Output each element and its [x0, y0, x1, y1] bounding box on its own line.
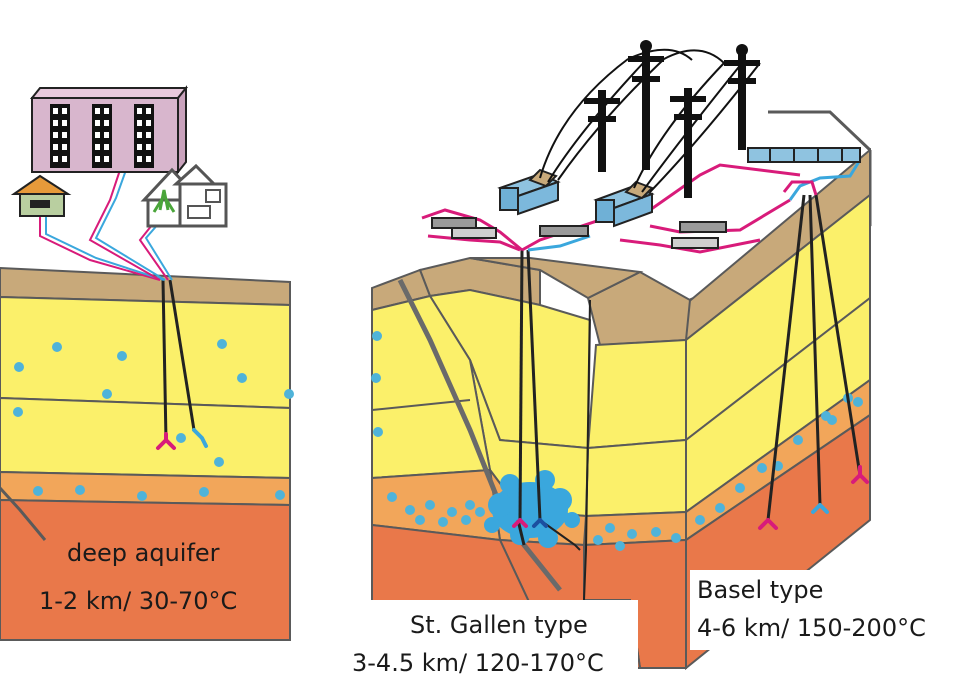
- left-aquifer-lower: [0, 396, 291, 480]
- left-water-dots: [13, 339, 294, 501]
- left-surface-pipes: [39, 169, 173, 281]
- power-lines: [539, 48, 761, 193]
- front-aquifer-2: [584, 438, 687, 518]
- left-basement: [0, 498, 291, 641]
- power-pylon-icon: [670, 88, 706, 198]
- power-pylon-icon: [628, 40, 664, 170]
- pipe-outlet-icon: [758, 518, 778, 530]
- right-water-dots: [371, 331, 863, 551]
- rb-left-aquifer: [371, 294, 492, 480]
- rb-left-layer-line: [371, 399, 471, 411]
- pipe-outlet-icon: [811, 503, 829, 514]
- pipe-outlet-icon: [532, 518, 548, 528]
- pipe-outlet-icon: [851, 465, 869, 484]
- right-top-edge: [768, 110, 872, 152]
- basel-title: Basel type: [697, 576, 824, 604]
- basel-label-box: [690, 570, 960, 650]
- pipe-outlet-icon: [156, 432, 176, 450]
- power-pylon-icon: [584, 90, 620, 172]
- deep-aquifer-title: deep aquifer: [67, 539, 220, 567]
- reservoir-cluster: [484, 470, 580, 548]
- deep-aquifer-detail: 1-2 km/ 30-70°C: [39, 587, 238, 615]
- secondary-fault-line: [583, 299, 591, 601]
- pipe-outlet-icon: [512, 518, 528, 528]
- house-icon: [10, 174, 72, 217]
- left-wells: [156, 279, 208, 450]
- basel-detail: 4-6 km/ 150-200°C: [697, 614, 926, 642]
- st-gallen-label-box: [362, 600, 638, 675]
- power-plant-icon: [497, 168, 561, 216]
- right-block: [371, 40, 872, 671]
- greenhouse-icon: [140, 163, 228, 228]
- main-fault-line: [397, 278, 562, 592]
- st-gallen-title: St. Gallen type: [410, 611, 588, 639]
- left-block: [0, 85, 294, 641]
- left-aquifer-upper: [0, 295, 291, 410]
- st-gallen-wells: [512, 249, 581, 551]
- left-fault-line: [0, 486, 47, 541]
- basel-wells: [758, 194, 869, 530]
- apartment-building-icon: [29, 85, 189, 175]
- collector-panels: [431, 147, 861, 249]
- pipe-outlet-icon: [192, 428, 208, 448]
- front-aquifer-1: [586, 338, 687, 450]
- st-gallen-detail: 3-4.5 km/ 120-170°C: [352, 649, 604, 677]
